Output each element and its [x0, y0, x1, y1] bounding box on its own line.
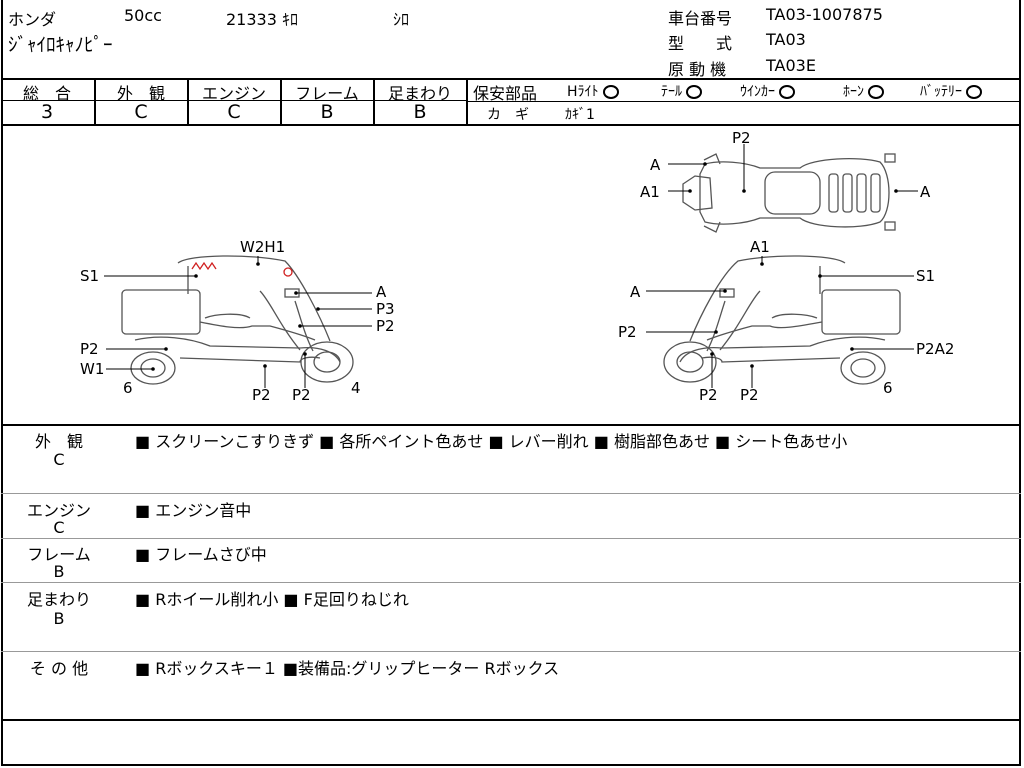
grade-label-engine: エンジン	[201, 84, 266, 103]
diag-label: A	[650, 156, 661, 174]
scooter-top-view	[682, 153, 896, 233]
grade-value-exterior: C	[134, 101, 148, 123]
divider-safety-mid	[467, 101, 1021, 102]
leader-dots	[151, 162, 898, 371]
diag-label: P2	[732, 129, 751, 147]
displacement: 50cc	[124, 6, 162, 25]
diag-label: P2	[252, 386, 271, 404]
maker: ホンダ	[8, 10, 57, 29]
section-notes-engine: ■ エンジン音中	[135, 501, 252, 520]
diag-label: 4	[351, 379, 361, 397]
section-notes-exterior: ■ スクリーンこすりきず ■ 各所ペイント色あせ ■ レバー削れ ■ 樹脂部色あ…	[135, 432, 848, 451]
divider-exterior	[1, 493, 1021, 494]
scooter-right-view	[663, 255, 901, 385]
section-label-exterior: 外 観	[34, 432, 83, 451]
body-color: ｼﾛ	[393, 10, 410, 29]
diag-label: A	[630, 283, 641, 301]
section-grade-engine: C	[53, 518, 65, 537]
divider-engine	[1, 538, 1021, 539]
diag-label: A1	[640, 183, 660, 201]
grade-sep-5	[466, 78, 468, 124]
diag-label: S1	[80, 267, 100, 285]
scooter-left-view	[121, 255, 354, 385]
engine-value: TA03E	[766, 56, 816, 75]
damage-marks	[191, 261, 293, 277]
section-grade-suspension: B	[53, 609, 65, 628]
diag-label: 6	[883, 379, 893, 397]
type-value: TA03	[766, 30, 806, 49]
engine-label: 原 動 機	[668, 60, 727, 79]
section-label-suspension: 足まわり	[26, 590, 91, 609]
diag-label: P2	[699, 386, 718, 404]
grade-value-suspension: B	[413, 101, 427, 123]
section-notes-frame: ■ フレームさび中	[135, 545, 267, 564]
section-label-frame: フレーム	[27, 545, 91, 564]
divider-suspension	[1, 651, 1021, 652]
ok-circle-icon	[686, 85, 702, 99]
safety-item-headlight: Hﾗｲﾄ	[567, 81, 619, 101]
grade-sep-4	[373, 78, 375, 124]
divider-frame	[1, 582, 1021, 583]
safety-item-taillight: ﾃｰﾙ	[661, 81, 702, 101]
diag-label: W1	[80, 360, 105, 378]
type-label: 型 式	[668, 34, 733, 53]
diag-label: P2	[740, 386, 759, 404]
safety-item-winker: ｳｲﾝｶｰ	[740, 81, 795, 101]
grade-sep-3	[280, 78, 282, 124]
section-grade-exterior: C	[53, 450, 65, 469]
mileage: 21333 ｷﾛ	[226, 10, 298, 29]
section-grade-frame: B	[53, 562, 65, 581]
ok-circle-icon	[779, 85, 795, 99]
damage-diagram	[104, 144, 918, 388]
diag-label: P2	[292, 386, 311, 404]
divider-grades	[1, 124, 1021, 126]
grade-value-overall: 3	[40, 101, 54, 123]
safety-item-horn: ﾎｰﾝ	[843, 81, 884, 101]
diag-label: 6	[123, 379, 133, 397]
grade-sep-1	[94, 78, 96, 124]
divider-header	[1, 78, 1021, 80]
divider-other	[1, 719, 1021, 721]
leader-lines	[104, 144, 918, 388]
diag-label: P3	[376, 300, 395, 318]
diag-label: P2	[80, 340, 99, 358]
key-label: カ ギ	[487, 107, 529, 123]
grade-value-frame: B	[320, 101, 334, 123]
section-notes-suspension: ■ Rホイール削れ小 ■ F足回りねじれ	[135, 590, 409, 609]
section-label-other: そ の 他	[29, 659, 89, 678]
ok-circle-icon	[602, 85, 619, 99]
frame-no: TA03-1007875	[766, 5, 883, 24]
diag-label: P2	[376, 317, 395, 335]
divider-grade-mid	[1, 100, 467, 101]
grade-sep-2	[187, 78, 189, 124]
grade-label-exterior: 外 観	[116, 84, 165, 103]
diag-label: A1	[750, 238, 770, 256]
grade-label-frame: フレーム	[295, 84, 359, 103]
grade-label-suspension: 足まわり	[387, 84, 452, 103]
section-label-engine: エンジン	[26, 501, 91, 520]
key-value: ｶｷﾞ1	[565, 107, 595, 123]
diag-label: A	[376, 283, 387, 301]
diag-label: P2A2	[916, 340, 955, 358]
safety-item-battery: ﾊﾞｯﾃﾘｰ	[920, 81, 982, 101]
model-name: ｼﾞｬｲﾛｷｬﾉﾋﾟｰ	[8, 34, 113, 56]
divider-diagram	[1, 424, 1021, 426]
grade-value-engine: C	[227, 101, 241, 123]
frame-no-label: 車台番号	[668, 9, 733, 28]
diag-label: A	[920, 183, 931, 201]
safety-label: 保安部品	[473, 84, 538, 103]
diag-label: P2	[618, 323, 637, 341]
diag-label: S1	[916, 267, 936, 285]
ok-circle-icon	[868, 85, 884, 99]
ok-circle-icon	[966, 85, 982, 99]
diag-label: W2H1	[240, 238, 286, 256]
section-notes-other: ■ Rボックスキー１ ■装備品:グリップヒーター Rボックス	[135, 659, 560, 678]
grade-label-overall: 総 合	[22, 84, 71, 103]
